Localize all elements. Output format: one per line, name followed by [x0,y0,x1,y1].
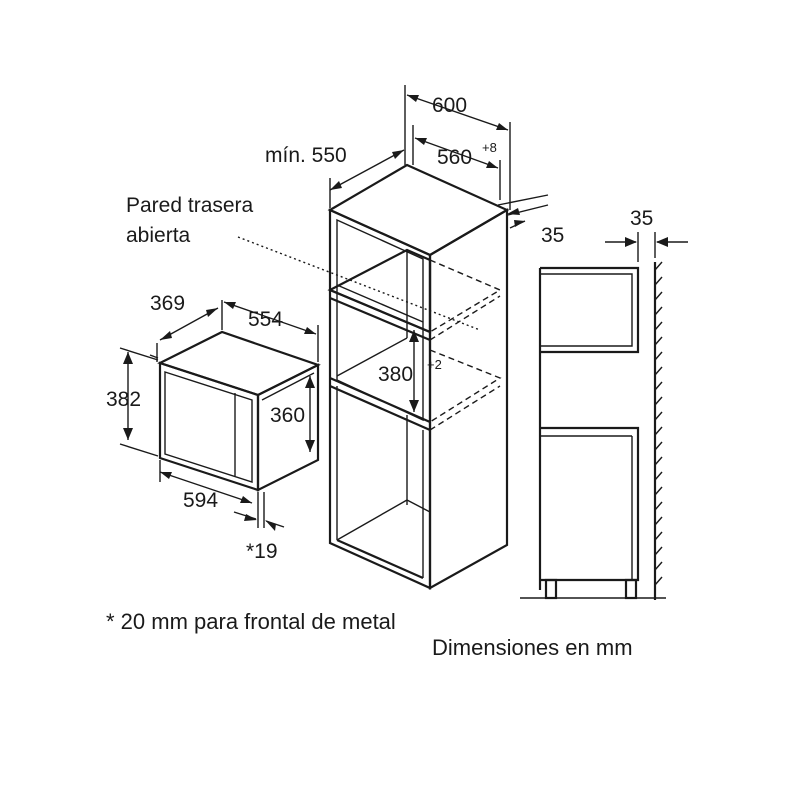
microwave-front [158,361,260,492]
note-metal-front: * 20 mm para frontal de metal [106,609,396,634]
label-width-560-tolerance: +8 [482,140,497,155]
rear-wall-leader [237,236,481,331]
label-width-560: 560 [437,146,472,169]
label-niche-380-tolerance: +2 [427,357,442,372]
microwave-drawing [119,300,321,531]
label-width-594: 594 [183,489,218,512]
label-width-554: 554 [248,308,283,331]
cabinet-right-side [428,208,509,590]
microwave-top [157,330,321,397]
label-rear-wall-2: abierta [126,224,191,247]
note-units: Dimensiones en mm [432,635,633,660]
cabinet-drawing [237,85,549,590]
label-rear-wall-1: Pared trasera [126,194,254,217]
label-height-382: 382 [106,388,141,411]
label-gap-35-cabinet: 35 [541,224,564,247]
cabinet-top [327,163,510,257]
label-depth-369: 369 [150,292,185,315]
label-gap-35-side: 35 [630,207,653,230]
microwave-side-edge [261,372,315,401]
label-front-19: *19 [246,540,278,563]
microwave-side [256,363,320,492]
label-niche-380: 380 [378,363,413,386]
label-min-550: mín. 550 [265,144,347,167]
label-width-600: 600 [432,94,467,117]
wall-hatching [654,261,663,586]
microwave-front-inner [164,371,253,483]
label-height-360: 360 [270,404,305,427]
side-view-drawing [520,232,688,600]
